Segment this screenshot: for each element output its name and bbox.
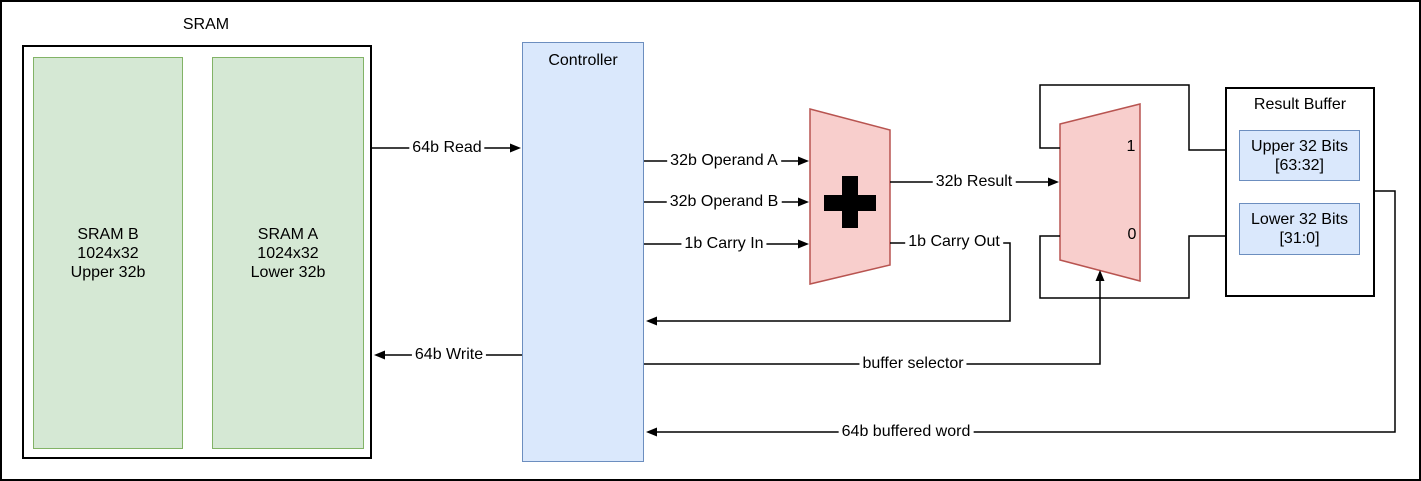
- sram-title: SRAM: [182, 16, 230, 33]
- register-upper-bits: [63:32]: [1275, 156, 1324, 174]
- arrow-buffered-word: [646, 427, 657, 437]
- signal-label-buffered-word: 64b buffered word: [838, 423, 974, 441]
- sram-bank-b: SRAM B 1024x32 Upper 32b: [33, 57, 183, 449]
- arrow-operand-a: [798, 156, 809, 166]
- wire-buffer-selector: [643, 279, 1101, 365]
- arrow-operand-b: [798, 197, 809, 207]
- signal-label-operand-a: 32b Operand A: [667, 152, 781, 170]
- sram-bank-b-half: Upper 32b: [70, 263, 146, 281]
- signal-label-carry-out: 1b Carry Out: [905, 233, 1003, 251]
- wire-mux0-to-lower: [1039, 235, 1229, 299]
- arrow-carry-out: [646, 316, 657, 326]
- signal-label-64b-write: 64b Write: [411, 346, 487, 364]
- sram-bank-a-size: 1024x32: [257, 244, 319, 262]
- arrow-buffer-selector: [1095, 270, 1105, 281]
- register-lower-label: Lower 32 Bits: [1251, 211, 1348, 228]
- register-lower-bits: [31:0]: [1279, 230, 1320, 247]
- sram-bank-b-name: SRAM B: [77, 225, 139, 243]
- signal-label-64b-read: 64b Read: [409, 139, 485, 157]
- arrow-carry-in: [798, 239, 809, 249]
- arrow-64b-read: [510, 143, 521, 153]
- mux-shape: [1059, 103, 1141, 282]
- arrow-64b-write: [374, 350, 385, 360]
- mux-port-0-label: 0: [1127, 226, 1137, 243]
- signal-label-carry-in: 1b Carry In: [681, 235, 767, 253]
- signal-label-32b-result: 32b Result: [932, 173, 1016, 191]
- register-lower: Lower 32 Bits [31:0]: [1239, 203, 1360, 255]
- sram-bank-a: SRAM A 1024x32 Lower 32b: [212, 57, 364, 449]
- adder-plus-icon: [824, 176, 876, 228]
- result-buffer-title: Result Buffer: [1253, 96, 1347, 113]
- sram-bank-a-half: Lower 32b: [250, 263, 326, 281]
- signal-label-operand-b: 32b Operand B: [666, 193, 782, 211]
- controller-label: Controller: [548, 52, 618, 69]
- sram-bank-b-size: 1024x32: [77, 244, 139, 262]
- arrow-32b-result: [1048, 177, 1059, 187]
- wire-mux1-to-upper: [1039, 84, 1229, 151]
- signal-label-buffer-selector: buffer selector: [859, 355, 967, 373]
- register-upper-label: Upper 32 Bits: [1251, 137, 1348, 155]
- register-upper: Upper 32 Bits [63:32]: [1239, 130, 1360, 181]
- controller-box: Controller: [522, 42, 644, 462]
- mux-port-1-label: 1: [1126, 138, 1136, 155]
- wire-buffered-word: [655, 190, 1396, 433]
- result-buffer-box: Result Buffer: [1225, 87, 1375, 297]
- sram-bank-a-name: SRAM A: [257, 225, 319, 243]
